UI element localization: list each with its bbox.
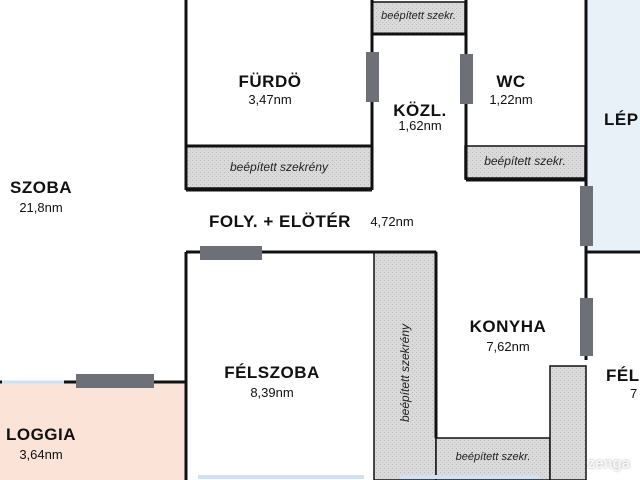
room-area-loggia: 3,64nm [19,447,63,462]
door-felszoba [200,246,262,260]
cabinet-label-wc: beépített szekr. [484,154,566,168]
room-label-furdo: FÜRDÖ [238,72,302,91]
door-szoba [76,374,154,388]
room-label-wc: WC [496,72,526,91]
watermark-logo: zenga [587,455,630,472]
cabinet-bottom [435,437,551,480]
room-area-foly: 4,72nm [370,214,414,229]
room-area-kozl: 1,62nm [398,118,442,133]
stairwell-area [586,0,640,250]
cabinet-label-top: beépített szekr. [381,10,456,22]
door-wc [460,54,473,104]
room-label-fel-right: FÉL [606,366,640,385]
cabinet-label-furdo: beépített szekrény [229,160,329,174]
room-area-felszoba: 8,39nm [250,385,294,400]
room-area-furdo: 3,47nm [248,92,292,107]
room-label-foly: FOLY. + ELÖTÉR [209,212,351,231]
door-entrance [580,186,593,246]
cabinet-right [549,365,587,480]
door-right [580,298,593,356]
door-furdo [366,52,379,102]
room-label-lep: LÉP [604,110,639,129]
room-label-felszoba: FÉLSZOBA [224,363,320,382]
room-area-wc: 1,22nm [489,92,533,107]
room-label-kozl: KÖZL. [393,101,447,120]
room-area-szoba: 21,8nm [19,200,63,215]
loggia-area [0,382,186,480]
room-area-konyha: 7,62nm [486,339,530,354]
cabinet-label-vertical: beépített szekrény [398,323,412,423]
room-label-konyha: KONYHA [469,317,547,336]
room-label-szoba: SZOBA [10,178,72,197]
room-label-loggia: LOGGIA [5,425,77,444]
room-area-fel-right: 7 [630,386,638,401]
cabinet-label-bottom: beépített szekr. [455,451,531,463]
